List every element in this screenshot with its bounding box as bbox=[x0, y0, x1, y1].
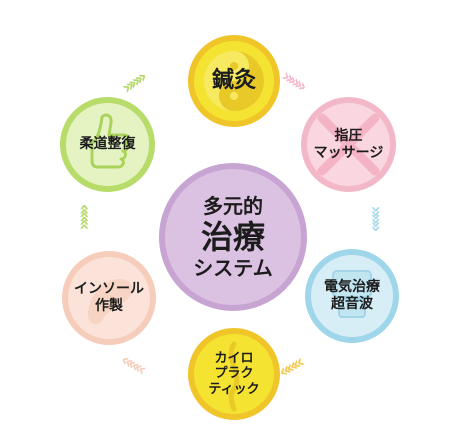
chiro-label-3: ティック bbox=[208, 381, 260, 397]
arrow-insole-to-judo: »»» bbox=[73, 207, 95, 231]
shiatsu-label-1: 指圧 bbox=[334, 127, 363, 144]
center-line-1: 多元的 bbox=[203, 193, 263, 218]
chiro-label-1: カイロ bbox=[214, 350, 254, 366]
arrow-electro-to-chiro: »»» bbox=[278, 351, 309, 382]
node-chiropractic: カイロ プラク ティック bbox=[188, 328, 280, 420]
judo-label: 柔道整復 bbox=[79, 136, 136, 153]
node-judo-therapy: 柔道整復 bbox=[60, 97, 155, 192]
insole-label-2: 作製 bbox=[95, 298, 123, 314]
node-acupuncture: 鍼灸 bbox=[188, 35, 280, 127]
device-icon bbox=[332, 270, 372, 318]
chiro-label-2: プラク bbox=[214, 366, 254, 382]
arrow-acupuncture-to-shiatsu: »»» bbox=[277, 65, 308, 96]
cross-mark-icon bbox=[317, 113, 380, 176]
node-shiatsu: 指圧 マッサージ bbox=[301, 97, 396, 192]
center-line-3: システム bbox=[193, 256, 273, 281]
thumbs-up-icon bbox=[90, 113, 130, 169]
node-electrotherapy: 電気治療 超音波 bbox=[305, 249, 399, 343]
back-figure-icon bbox=[228, 341, 240, 412]
yin-yang-icon bbox=[204, 51, 264, 111]
acupuncture-label: 鍼灸 bbox=[211, 67, 256, 93]
insole-label-1: インソール bbox=[74, 281, 144, 298]
insole-icon bbox=[87, 279, 133, 325]
center-line-2: 治療 bbox=[200, 217, 265, 256]
arrow-shiatsu-to-electro: »»» bbox=[365, 205, 387, 229]
arrow-judo-to-acupuncture: »»» bbox=[117, 68, 149, 99]
electro-label-1: 電気治療 bbox=[324, 279, 380, 296]
shiatsu-label-2: マッサージ bbox=[313, 144, 384, 161]
arrow-chiro-to-insole: »»» bbox=[120, 351, 151, 382]
electro-label-2: 超音波 bbox=[331, 296, 373, 312]
center-circle: 多元的 治療 システム bbox=[159, 163, 307, 311]
center-label: 多元的 治療 システム bbox=[193, 194, 272, 280]
node-insole: インソール 作製 bbox=[62, 251, 156, 345]
